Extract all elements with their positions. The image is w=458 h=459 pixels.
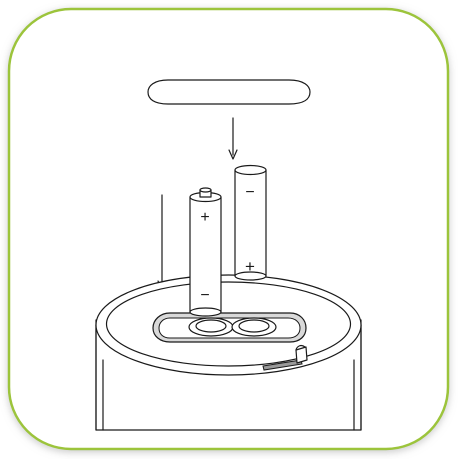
battery-back-top-sign: − [245, 184, 254, 201]
battery-front-top-sign: + [200, 209, 209, 226]
battery-back: − + [235, 166, 266, 281]
battery-front-bottom-sign: − [200, 287, 209, 304]
battery-front: + − [190, 188, 221, 316]
battery-back-bottom-sign: + [245, 257, 255, 276]
battery-compartment [153, 313, 306, 342]
device-body [96, 275, 361, 430]
battery-cover [148, 80, 310, 104]
